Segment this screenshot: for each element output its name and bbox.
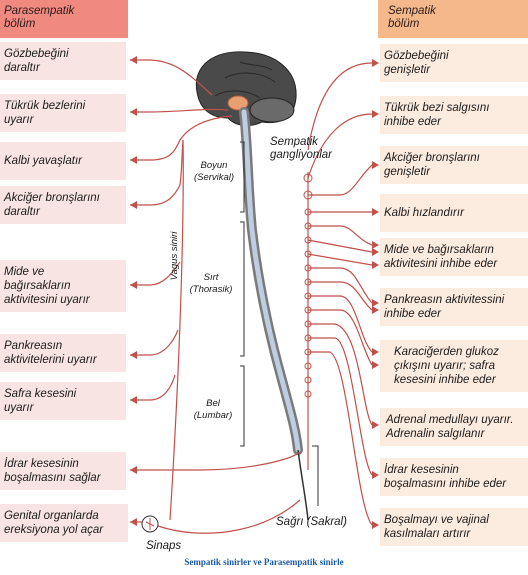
parasympathetic-header: Parasempatik bölüm [0, 0, 128, 38]
effect-line: Genital organlarda [4, 510, 99, 522]
effect-line: Boşalmayı ve vajinal [384, 514, 489, 526]
label-line: (Thorasik) [189, 284, 233, 295]
para-effect-gallbladder: Safra kesesini uyarır [0, 382, 126, 420]
synapse-marker [141, 515, 159, 533]
effect-line: İdrar kesesinin [4, 458, 79, 470]
symp-effect-genital: Boşalmayı ve vajinal kasılmaları artırır [380, 508, 528, 546]
effect-line: Kalbi hızlandırır [384, 207, 464, 219]
symp-effect-liver: Karaciğerden glukoz çıkışını uyarır; saf… [380, 340, 528, 392]
symp-effect-heart: Kalbi hızlandırır [380, 194, 528, 232]
ganglia-label: Sempatik gangliyonlar [270, 136, 350, 162]
effect-line: Pankreasın [4, 340, 63, 352]
header-line: Parasempatik [4, 5, 75, 17]
effect-line: aktivitesini inhibe eder [384, 258, 498, 270]
symp-effect-bladder: İdrar kesesinin boşalmasını inhibe eder [380, 458, 528, 496]
spinal-cord [239, 107, 303, 455]
effect-line: uyarır [4, 114, 34, 126]
effect-line: kasılmaları artırır [384, 528, 471, 540]
effect-line: Gözbebeğini [4, 48, 69, 60]
label-line: Sempatik [270, 136, 318, 148]
waist-label: Bel (Lumbar) [186, 398, 240, 422]
effect-line: Akciğer bronşlarını [4, 192, 100, 204]
effect-line: genişletir [384, 166, 431, 178]
effect-line: Pankreasın aktivitessini [384, 294, 505, 306]
effect-line: Akciğer bronşlarını [384, 152, 480, 164]
para-effect-bladder: İdrar kesesinin boşalmasını sağlar [0, 452, 126, 490]
effect-line: ereksiyona yol açar [4, 524, 104, 536]
synapse-label: Sinaps [146, 540, 182, 552]
para-effect-pancreas: Pankreasın aktivitelerini uyarır [0, 334, 126, 372]
effect-line: daraltır [4, 206, 40, 218]
effect-line: aktivitelerini uyarır [4, 354, 97, 366]
effect-line: Mide ve [4, 266, 45, 278]
effect-line: boşalmasını inhibe eder [384, 478, 507, 490]
effect-line: bağırsakların [4, 280, 71, 292]
label-line: Boyun [200, 160, 228, 171]
symp-effect-bronchi: Akciğer bronşlarını genişletir [380, 146, 528, 184]
effect-line: Mide ve bağırsakların [384, 244, 494, 256]
effect-line: aktivitesini uyarır [4, 294, 90, 306]
brain [195, 51, 297, 126]
effect-line: boşalmasını sağlar [4, 472, 101, 484]
label-line: (Lumbar) [193, 410, 233, 421]
header-line: bölüm [4, 18, 36, 30]
effect-line: genişletir [384, 64, 431, 76]
back-label: Sırt (Thorasik) [184, 272, 238, 296]
symp-effect-stomach-intestine: Mide ve bağırsakların aktivitesini inhib… [380, 238, 528, 276]
symp-effect-salivary: Tükrük bezi salgısını inhibe eder [380, 96, 528, 134]
symp-effect-adrenal: Adrenal medullayı uyarır. Adrenalin salg… [380, 408, 528, 446]
effect-line: Karaciğerden glukoz [394, 346, 499, 358]
symp-effect-pancreas: Pankreasın aktivitessini inhibe eder [380, 288, 528, 326]
effect-line: Kalbi yavaşlatır [4, 155, 82, 167]
effect-line: Safra kesesini [4, 388, 77, 400]
effect-line: Adrenalin salgılanır [386, 428, 485, 440]
effect-line: Adrenal medullayı uyarır. [386, 414, 514, 426]
symp-effect-pupil: Gözbebeğini genişletir [380, 44, 528, 82]
figure-caption: Sempatik sinirler ve Parasempatik sinirl… [184, 557, 344, 567]
neck-label: Boyun (Servikal) [188, 160, 240, 184]
sacral-label: Sağrı (Sakral) [276, 516, 347, 528]
effect-line: inhibe eder [384, 308, 441, 320]
vagus-nerve-label: Vagus siniri [169, 231, 180, 281]
label-line: (Servikal) [193, 172, 235, 183]
para-effect-salivary: Tükrük bezlerini uyarır [0, 94, 126, 132]
header-line: bölüm [388, 18, 420, 30]
effect-line: kesesini inhibe eder [394, 374, 496, 386]
effect-line: Tükrük bezlerini [4, 100, 86, 112]
effect-line: Tükrük bezi salgısını [384, 102, 490, 114]
effect-line: Gözbebeğini [384, 50, 449, 62]
para-effect-pupil: Gözbebeğini daraltır [0, 42, 126, 80]
para-effect-heart: Kalbi yavaşlatır [0, 142, 126, 180]
effect-line: inhibe eder [384, 116, 441, 128]
effect-line: İdrar kesesinin [384, 464, 459, 476]
para-effect-stomach-intestine: Mide ve bağırsakların aktivitesini uyarı… [0, 260, 126, 312]
label-line: gangliyonlar [270, 149, 333, 161]
para-effect-bronchi: Akciğer bronşlarını daraltır [0, 186, 126, 224]
effect-line: daraltır [4, 62, 40, 74]
label-line: Bel [206, 398, 220, 409]
label-line: Sırt [203, 272, 219, 283]
effect-line: çıkışını uyarır; safra [394, 360, 495, 372]
para-effect-genital: Genital organlarda ereksiyona yol açar [0, 504, 128, 542]
effect-line: uyarır [4, 402, 34, 414]
sympathetic-header: Sempatik bölüm [378, 0, 528, 38]
header-line: Sempatik [388, 5, 436, 17]
